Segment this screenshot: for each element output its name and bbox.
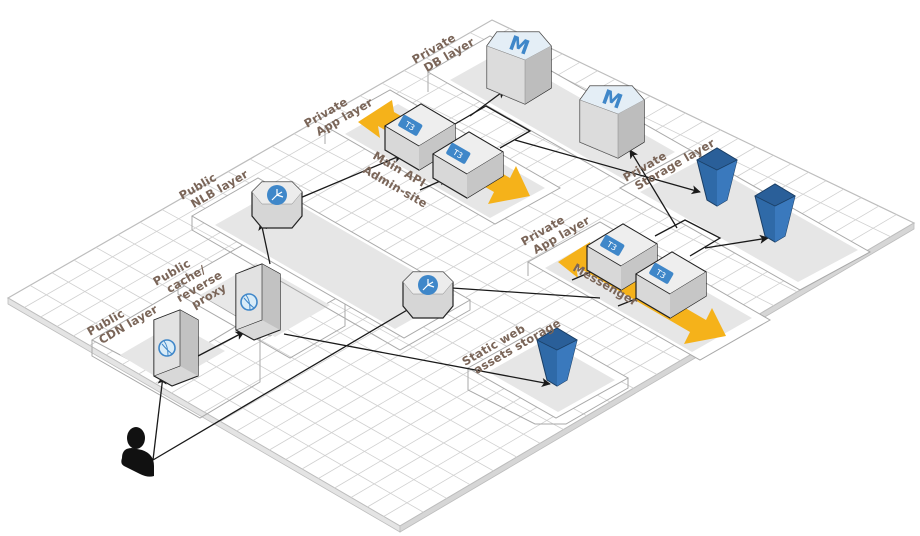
edge-msg-db2 (629, 149, 678, 229)
proxy-globe-icon (240, 293, 258, 311)
nlb-2[interactable] (402, 271, 454, 319)
cdn-globe-icon (158, 339, 176, 357)
edge-proxy-nlb1 (258, 221, 271, 265)
bucket-icon (754, 183, 796, 243)
bucket-icon (696, 147, 738, 207)
bucket-static[interactable] (536, 327, 578, 387)
edge-nlb2-msg (451, 287, 601, 299)
edge-main-bucket1 (514, 139, 701, 195)
nodes: T3 T3 T3 (121, 30, 796, 477)
bucket-1[interactable] (696, 147, 738, 207)
db-1[interactable]: M (486, 30, 552, 105)
db-2[interactable]: M (579, 84, 645, 159)
edge-proxy-static (283, 333, 551, 387)
edge-user-nlb2 (152, 305, 415, 461)
label-cache: Public cache/ reverse proxy (151, 256, 229, 311)
user[interactable] (121, 427, 154, 477)
group-msg-box (654, 219, 722, 257)
t3-badge: T3 (600, 235, 625, 256)
proxy-server[interactable] (235, 263, 281, 341)
bucket-icon (536, 327, 578, 387)
load-balancer-icon (267, 185, 287, 205)
edge-user-cdn (152, 375, 167, 461)
app-msg-1[interactable]: T3 (586, 223, 658, 291)
edge-nlb1-main (299, 153, 403, 199)
edge-cdn-proxy (197, 331, 245, 357)
t3-badge: T3 (649, 263, 674, 284)
nlb-1[interactable] (251, 181, 303, 229)
edge-msg-bucket2 (704, 234, 769, 249)
cdn-server[interactable] (153, 309, 199, 387)
t3-badge: T3 (446, 143, 471, 164)
t3-badge: T3 (398, 115, 423, 136)
load-balancer-icon (418, 275, 438, 295)
user-icon (121, 427, 154, 477)
bucket-2[interactable] (754, 183, 796, 243)
app-msg-2[interactable]: T3 (635, 251, 707, 319)
edge-main-db1 (469, 89, 506, 117)
base-platform (6, 19, 916, 533)
grid-line (24, 28, 510, 308)
grid-line (40, 36, 528, 318)
edges (152, 89, 769, 461)
app-main-2[interactable]: T3 (432, 131, 504, 199)
